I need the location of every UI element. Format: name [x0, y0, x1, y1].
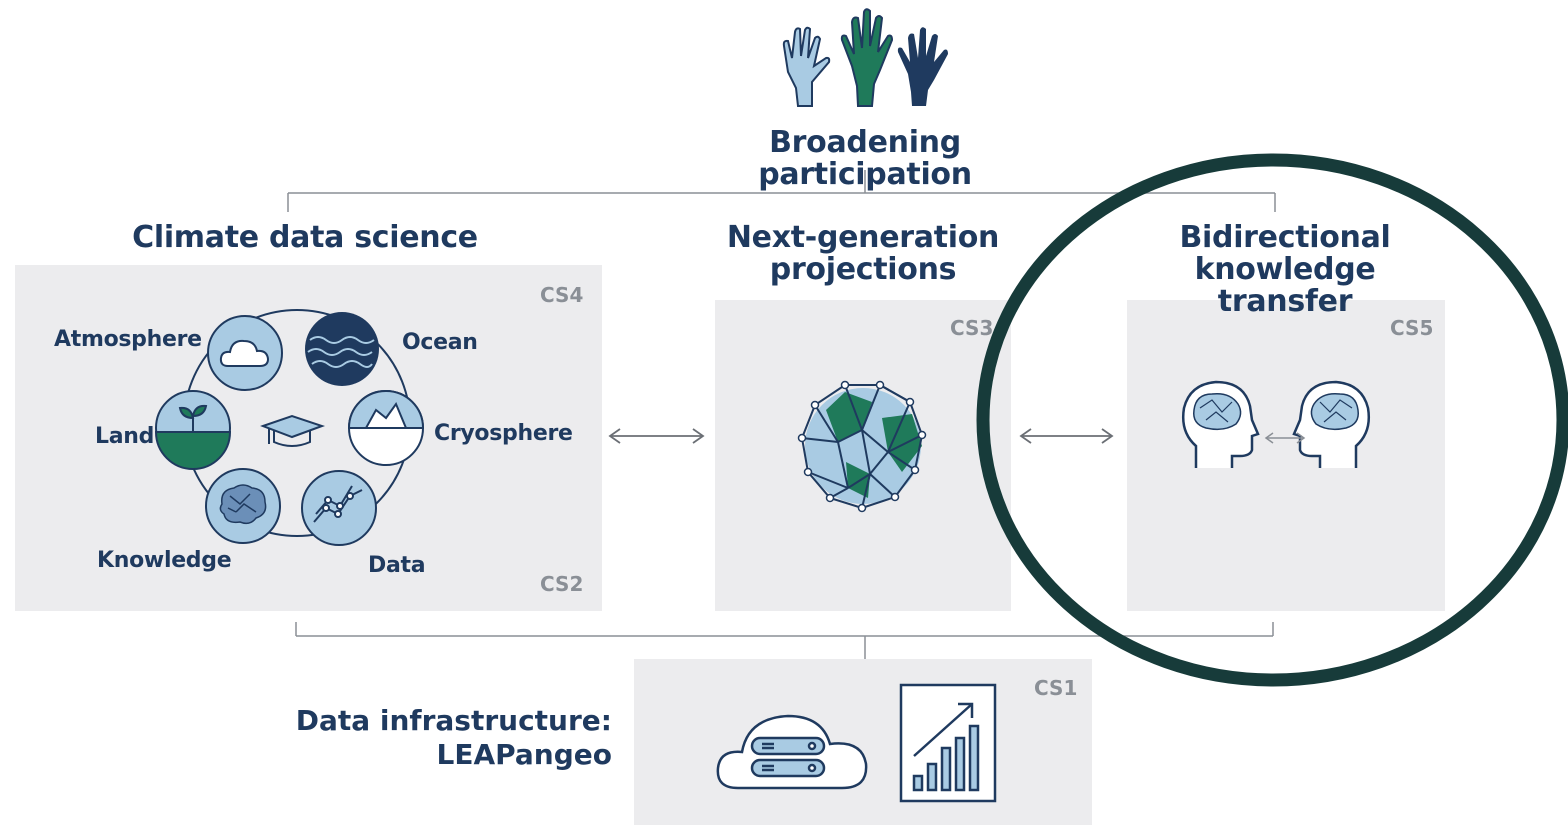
land-node [154, 390, 232, 470]
climate-panel [15, 265, 602, 611]
bar-chart-growth-icon [899, 683, 997, 803]
ocean-label: Ocean [402, 330, 478, 355]
highlight-ring [976, 153, 1568, 687]
data-node [301, 470, 377, 546]
ocean-node [305, 312, 379, 386]
head-brain-icon [1182, 380, 1260, 468]
infrastructure-panel [634, 659, 1092, 825]
graduation-cap-icon [260, 414, 326, 447]
broadening-participation-title: Broadening participation [758, 125, 972, 192]
infrastructure-line2: LEAPangeo [436, 738, 612, 771]
sprout-icon [178, 404, 208, 432]
projections-title-line2: projections [769, 252, 957, 287]
data-label: Data [368, 553, 426, 578]
cs4-label: CS4 [540, 283, 584, 307]
cs1-label: CS1 [1034, 676, 1078, 700]
brain-icon [219, 484, 267, 525]
projections-title-line1: Next-generation [726, 220, 1000, 255]
projections-title: Next-generation projections [700, 222, 1026, 286]
cryosphere-node [347, 390, 425, 466]
atmosphere-node [207, 315, 283, 391]
ocean-waves-icon [307, 336, 375, 368]
cs2-label: CS2 [540, 572, 584, 596]
knowledge-node [205, 468, 281, 544]
transfer-panel [1127, 300, 1445, 611]
double-arrow-left [608, 428, 705, 444]
cloud-server-icon [716, 714, 868, 790]
head-brain-icon [1292, 380, 1370, 468]
small-double-arrow [1264, 432, 1306, 444]
double-arrow-right [1019, 428, 1114, 444]
atmosphere-label: Atmosphere [54, 327, 202, 352]
transfer-title-line1: Bidirectional knowledge [1179, 220, 1391, 287]
transfer-title: Bidirectional knowledge transfer [1098, 222, 1472, 318]
top-connector [287, 170, 1276, 212]
cloud-icon [219, 339, 270, 367]
hands-icon [782, 8, 948, 107]
infrastructure-line1: Data infrastructure: [295, 704, 612, 737]
iceberg-icon [365, 401, 407, 429]
cs3-label: CS3 [950, 316, 994, 340]
land-label: Land [95, 424, 155, 449]
knowledge-label: Knowledge [97, 548, 232, 573]
line-chart-icon [313, 485, 363, 523]
cryosphere-label: Cryosphere [434, 421, 573, 446]
cs5-label: CS5 [1390, 316, 1434, 340]
infrastructure-label: Data infrastructure: LEAPangeo [292, 704, 612, 772]
transfer-title-line2: transfer [1217, 284, 1353, 319]
climate-data-science-title: Climate data science [132, 220, 478, 255]
globe-network-icon [797, 380, 927, 513]
